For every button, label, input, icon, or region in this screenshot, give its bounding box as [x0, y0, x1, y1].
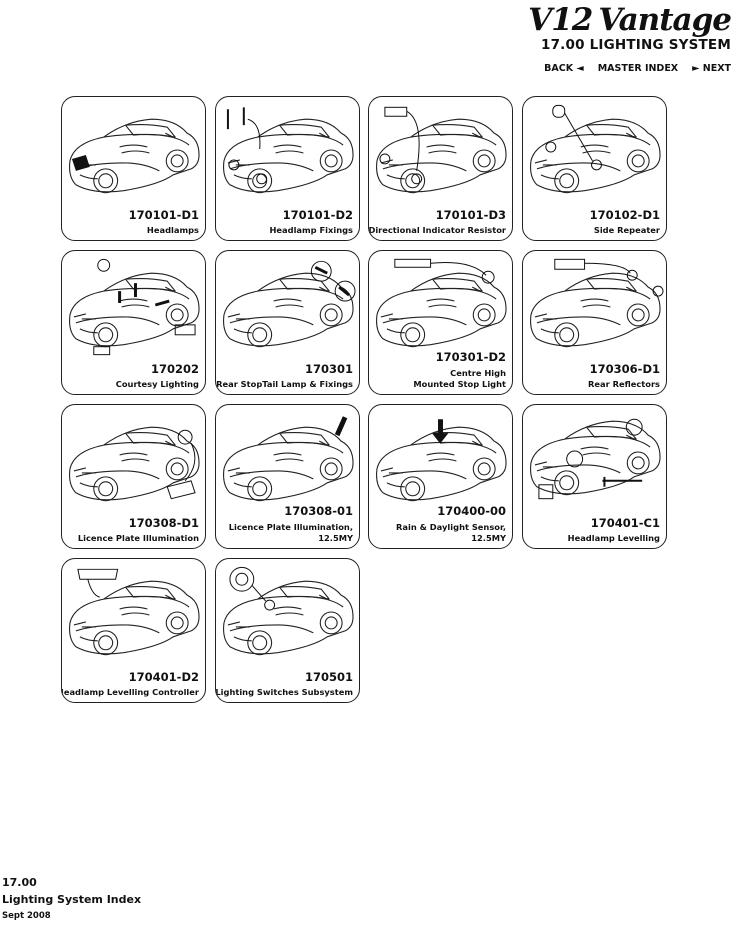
tile-caption: Headlamp Levelling Controller	[61, 687, 199, 697]
tile-caption-line-2: Mounted Stop Light	[413, 379, 506, 389]
car-illustration	[223, 566, 354, 656]
logo-v12: V12	[528, 2, 593, 38]
tile-rear-stoptail-lamp[interactable]: 170301 Rear StopTail Lamp & Fixings	[215, 250, 360, 395]
tile-caption: Lighting Switches Subsystem	[215, 687, 353, 697]
tile-code: 170101-D1	[128, 208, 199, 222]
section-title: 17.00 LIGHTING SYSTEM	[540, 37, 731, 53]
v12-vantage-logo: V12 Vantage	[528, 2, 732, 38]
car-illustration	[69, 118, 200, 194]
tile-code: 170306-D1	[589, 362, 660, 376]
next-link[interactable]: ► NEXT	[692, 63, 731, 74]
car-illustration	[530, 258, 664, 348]
footer-title: Lighting System Index	[2, 893, 142, 906]
car-illustration	[223, 416, 354, 502]
tile-code: 170401-C1	[590, 516, 660, 530]
tile-caption-line-1: Rain & Daylight Sensor,	[396, 522, 506, 532]
logo-vantage: Vantage	[598, 2, 732, 38]
tile-licence-plate-illumination-12-5my[interactable]: 170308-01 Licence Plate Illumination, 12…	[215, 404, 360, 549]
tile-code: 170308-D1	[128, 516, 199, 530]
car-illustration	[223, 107, 354, 194]
tile-code: 170202	[150, 362, 199, 376]
tile-caption: Headlamp Levelling	[567, 533, 660, 543]
master-index-link[interactable]: MASTER INDEX	[597, 63, 679, 74]
tile-caption: Rain & Daylight Sensor, 12.5MY	[396, 522, 506, 544]
back-link[interactable]: BACK ◄	[544, 63, 584, 74]
tile-caption: Headlamp Fixings	[269, 225, 353, 235]
tile-code: 170400-00	[437, 504, 506, 518]
tile-caption-line-1: Licence Plate Illumination,	[228, 522, 353, 532]
tile-code: 170301-D2	[435, 350, 506, 364]
tile-caption-line-2: 12.5MY	[471, 533, 506, 543]
tile-code: 170101-D2	[282, 208, 353, 222]
tile-caption: Licence Plate Illumination	[77, 533, 199, 543]
car-illustration	[530, 418, 661, 500]
car-illustration	[69, 426, 200, 502]
car-illustration	[69, 568, 200, 656]
car-illustration	[223, 260, 356, 348]
tile-headlamp-levelling[interactable]: 170401-C1 Headlamp Levelling	[522, 404, 667, 549]
tile-caption-line-1: Centre High	[450, 368, 506, 378]
tile-caption-line-2: 12.5MY	[318, 533, 353, 543]
tile-caption: Centre High Mounted Stop Light	[413, 368, 506, 390]
tile-rain-daylight-sensor[interactable]: 170400-00 Rain & Daylight Sensor, 12.5MY	[368, 404, 513, 549]
tile-code: 170501	[304, 670, 353, 684]
tile-code: 170401-D2	[128, 670, 199, 684]
tile-headlamp-levelling-controller[interactable]: 170401-D2 Headlamp Levelling Controller	[61, 558, 206, 703]
tile-caption: Rear Reflectors	[587, 379, 660, 389]
tile-caption: Courtesy Lighting	[115, 379, 199, 389]
car-illustration	[376, 258, 507, 348]
tile-caption: Headlamps	[146, 225, 199, 235]
tile-side-repeater[interactable]: 170102-D1 Side Repeater	[522, 96, 667, 241]
tile-code: 170102-D1	[589, 208, 660, 222]
tile-caption: Rear StopTail Lamp & Fixings	[216, 379, 353, 389]
tile-licence-plate-illumination[interactable]: 170308-D1 Licence Plate Illumination	[61, 404, 206, 549]
footer-section-number: 17.00	[2, 876, 37, 889]
tile-caption: Side Repeater	[593, 225, 660, 235]
car-illustration	[376, 106, 507, 194]
tile-headlamps[interactable]: 170101-D1 Headlamps	[61, 96, 206, 241]
tile-code: 170301	[304, 362, 353, 376]
tile-lighting-switches-subsystem[interactable]: 170501 Lighting Switches Subsystem	[215, 558, 360, 703]
tile-code: 170101-D3	[435, 208, 506, 222]
footer-date: Sept 2008	[2, 911, 51, 921]
tile-courtesy-lighting[interactable]: 170202 Courtesy Lighting	[61, 250, 206, 395]
car-illustration	[530, 104, 661, 194]
page-navigation: BACK ◄ MASTER INDEX ► NEXT	[544, 63, 731, 74]
tile-directional-indicator-resistor[interactable]: 170101-D3 Directional Indicator Resistor	[368, 96, 513, 241]
tile-code: 170308-01	[284, 504, 353, 518]
tile-rear-reflectors[interactable]: 170306-D1 Rear Reflectors	[522, 250, 667, 395]
tile-caption: Licence Plate Illumination, 12.5MY	[229, 522, 353, 544]
car-illustration	[69, 258, 200, 356]
tile-centre-high-mounted-stop-light[interactable]: 170301-D2 Centre High Mounted Stop Light	[368, 250, 513, 395]
tile-headlamp-fixings[interactable]: 170101-D2 Headlamp Fixings	[215, 96, 360, 241]
tile-caption: Directional Indicator Resistor	[368, 225, 506, 235]
car-illustration	[376, 419, 507, 502]
